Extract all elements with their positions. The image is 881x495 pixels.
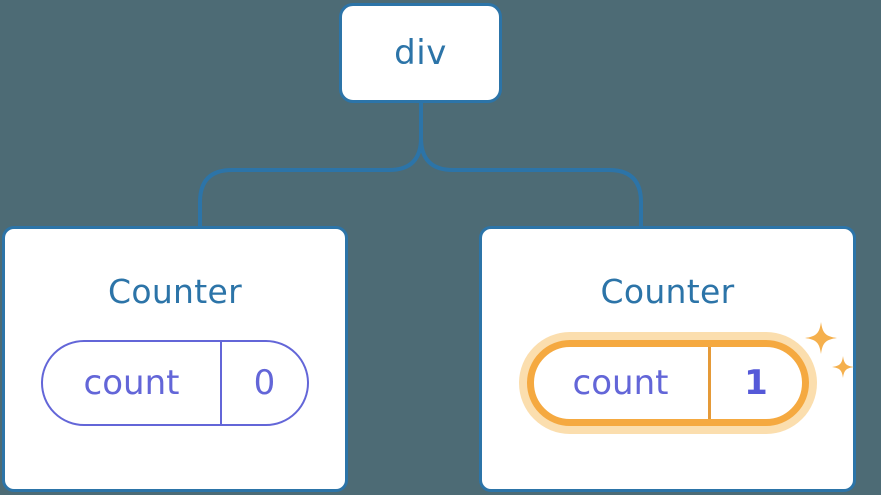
state-value-label: 0 bbox=[253, 363, 276, 403]
state-pill[interactable]: count 0 bbox=[41, 340, 309, 426]
card-counter-left[interactable]: Counter count 0 bbox=[2, 226, 348, 492]
state-pill-wrapper: count 0 bbox=[41, 340, 309, 426]
card-title: Counter bbox=[108, 272, 242, 311]
state-key-cell: count bbox=[534, 347, 708, 419]
state-value-cell: 0 bbox=[220, 342, 307, 424]
card-counter-right[interactable]: Counter count 1 bbox=[479, 226, 856, 492]
state-value-cell: 1 bbox=[707, 347, 802, 419]
card-title: Counter bbox=[600, 272, 735, 311]
state-pill-wrapper: count 1 bbox=[526, 340, 809, 426]
state-pill-highlighted[interactable]: count 1 bbox=[526, 340, 809, 426]
state-key-label: count bbox=[572, 363, 669, 403]
node-root-label: div bbox=[394, 33, 447, 73]
state-value-label: 1 bbox=[744, 363, 768, 403]
state-key-label: count bbox=[83, 363, 180, 403]
state-key-cell: count bbox=[43, 342, 220, 424]
node-root-div[interactable]: div bbox=[339, 3, 502, 103]
